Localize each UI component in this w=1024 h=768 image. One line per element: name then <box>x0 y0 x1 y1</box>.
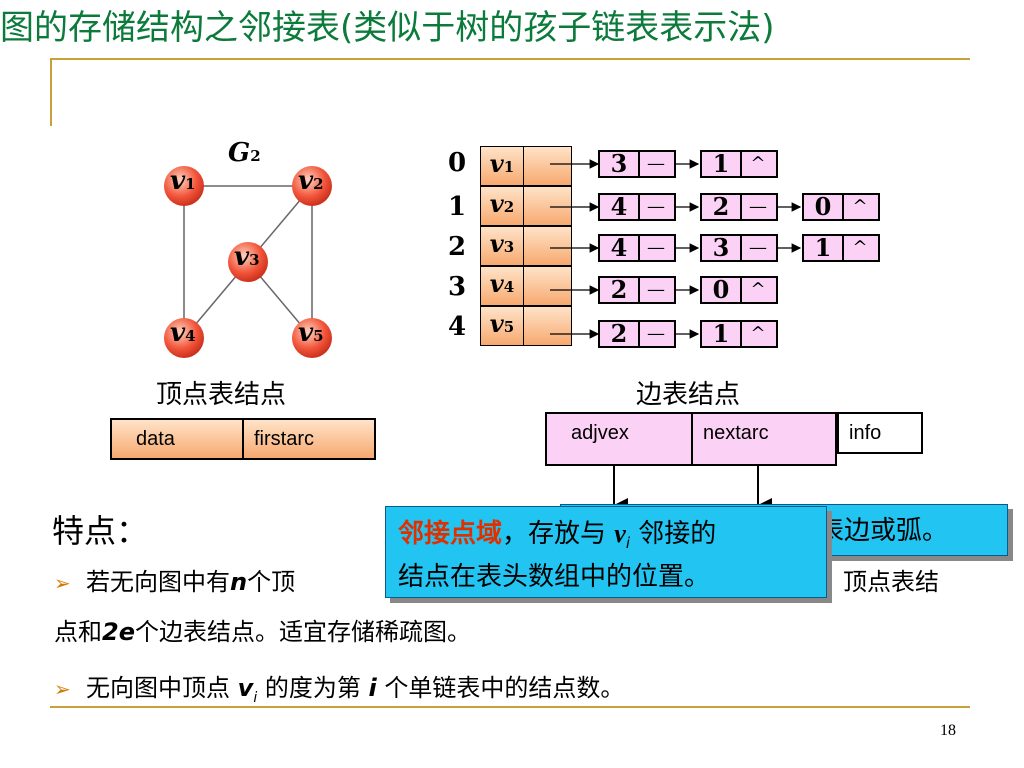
feature-bullet-1: ➢ 若无向图中有n个顶 <box>54 562 295 597</box>
edge-node-1-1: 2— <box>700 193 778 221</box>
behind-callout-text: 表边或弧。 <box>818 516 949 546</box>
bullet1-2e: 2e <box>102 618 135 646</box>
features-heading: 特点： <box>52 512 149 550</box>
feature-bullet-1-line2: 点和2e个边表结点。适宜存储稀疏图。 <box>54 612 471 647</box>
callout-var-sub: i <box>625 534 630 553</box>
callout-text-b: 邻接的 <box>630 519 717 549</box>
callout-highlight: 邻接点域 <box>398 519 503 549</box>
edge-node-3-1: 0^ <box>700 276 778 304</box>
index-2: 2 <box>447 232 467 262</box>
bullet1-n: n <box>230 568 248 596</box>
top-rule <box>50 58 970 60</box>
graph-name: G2 <box>228 138 261 168</box>
vertex-cell-1: v2 <box>480 186 572 226</box>
edge-node-2-1: 3— <box>700 234 778 262</box>
bullet1-line2-b: 个边表结点。适宜存储稀疏图。 <box>134 618 471 646</box>
index-1: 1 <box>447 192 467 222</box>
bullet1-text-b: 个顶 <box>247 568 296 596</box>
bullet2-v: v <box>237 674 254 702</box>
bullet2-text-c: 个单链表中的结点数。 <box>376 674 625 702</box>
edge-field-nextarc: nextarc <box>691 412 837 466</box>
callout-var: v <box>614 519 626 548</box>
edge-node-0-1: 1^ <box>700 150 778 178</box>
field-pointer-arrows <box>612 466 772 514</box>
graph-label-v4: v4 <box>170 318 196 348</box>
edge-node-1-0: 4— <box>598 193 676 221</box>
vertex-cell-0: v1 <box>480 146 572 186</box>
bullet2-v-sub: i <box>253 689 258 706</box>
graph-label-v1: v1 <box>170 166 196 196</box>
edge-field-info: info <box>837 412 923 454</box>
vertex-cell-4: v5 <box>480 306 572 346</box>
bullet-arrow-icon: ➢ <box>54 677 71 701</box>
graph-node-v4 <box>164 318 204 358</box>
callout-text-a: ，存放与 <box>502 519 615 549</box>
graph-node-v3 <box>228 242 268 282</box>
bullet1-text-a: 若无向图中有 <box>86 568 231 596</box>
edge-node-0-0: 3— <box>598 150 676 178</box>
bullet2-i: i <box>368 674 377 702</box>
bottom-rule <box>50 706 970 708</box>
edge-node-4-1: 1^ <box>700 320 778 348</box>
graph-label-v5: v5 <box>298 318 324 348</box>
index-4: 4 <box>447 312 467 342</box>
bullet2-text-a: 无向图中顶点 <box>86 674 238 702</box>
vertex-field-data: data <box>110 418 244 460</box>
left-rule <box>50 58 52 126</box>
index-3: 3 <box>447 272 467 302</box>
vertex-node-caption: 顶点表结点 <box>156 380 287 410</box>
bullet2-text-b: 的度为第 <box>257 674 369 702</box>
edge-node-4-0: 2— <box>598 320 676 348</box>
callout-line-2: 结点在表头数组中的位置。 <box>398 562 711 593</box>
edge-node-2-0: 4— <box>598 234 676 262</box>
edge-field-adjvex: adjvex <box>545 412 693 466</box>
graph-label-v2: v2 <box>298 166 324 196</box>
vertex-cell-2: v3 <box>480 226 572 266</box>
graph-node-v2 <box>292 166 332 206</box>
feature-bullet-1-tail: 顶点表结 <box>843 568 939 596</box>
page-number: 18 <box>940 722 956 739</box>
graph-g2 <box>164 166 332 358</box>
edge-node-2-2: 1^ <box>802 234 880 262</box>
callout-line-1: 邻接点域，存放与 vi 邻接的 <box>398 513 826 552</box>
edge-node-caption: 边表结点 <box>636 380 741 410</box>
vertex-field-firstarc: firstarc <box>242 418 376 460</box>
graph-label-v3: v3 <box>234 242 260 272</box>
bullet-arrow-icon: ➢ <box>54 571 71 595</box>
feature-bullet-2: ➢ 无向图中顶点 vi 的度为第 i 个单链表中的结点数。 <box>54 668 624 706</box>
bullet1-line2-a: 点和 <box>54 618 102 646</box>
vertex-cell-3: v4 <box>480 266 572 306</box>
graph-node-v1 <box>164 166 204 206</box>
edge-node-1-2: 0^ <box>802 193 880 221</box>
graph-node-v5 <box>292 318 332 358</box>
page-title: 图的存储结构之邻接表(类似于树的孩子链表表示法) <box>0 8 775 48</box>
index-0: 0 <box>447 148 467 178</box>
edge-node-3-0: 2— <box>598 276 676 304</box>
adjvex-callout: 邻接点域，存放与 vi 邻接的 结点在表头数组中的位置。 <box>385 506 827 598</box>
